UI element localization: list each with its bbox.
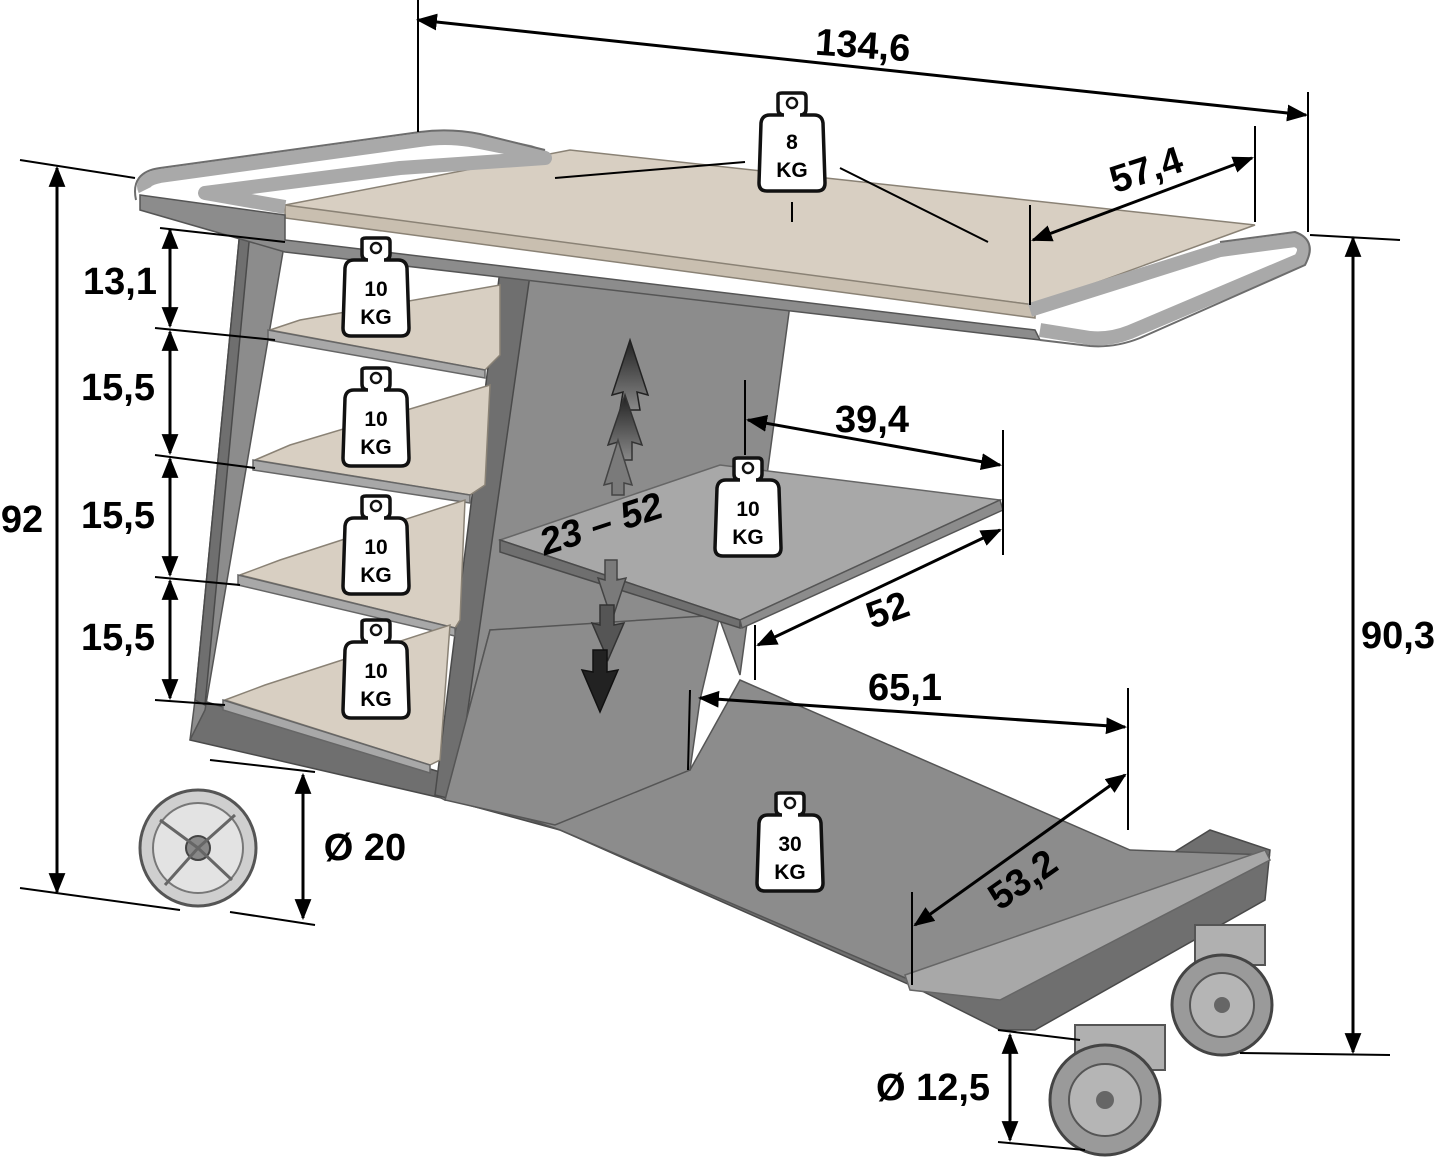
cart-body [134,129,1311,1157]
left-handle-edge [134,129,546,201]
load-top-value: 8 [786,131,798,154]
label-height-right: 90,3 [1361,615,1435,657]
weight-icon-shelf-2: 10 KG [341,366,411,468]
castor-back [1170,924,1274,1057]
load-bottom-unit: KG [774,861,806,884]
adjust-arrows [580,337,650,714]
label-shelf-gap-1: 13,1 [83,261,157,303]
load-shelf-2-unit: KG [360,436,392,459]
load-top-unit: KG [776,159,808,182]
top-frame-front [139,194,1042,341]
weight-icon-bottom: 30 KG [755,791,825,893]
left-shelf-4-lip [222,698,431,775]
weight-icon-shelf-1: 10 KG [341,236,411,338]
label-big-wheel: Ø 20 [324,827,406,869]
dimension-lines [19,0,1401,1151]
castor-front [1048,1024,1166,1157]
load-bottom-value: 30 [778,833,801,856]
right-handle [1027,233,1311,346]
left-shelf-2-lip [252,459,471,504]
left-handle [137,131,552,214]
label-shelf-gap-2: 15,5 [81,367,155,409]
load-shelf-4-value: 10 [364,660,387,683]
weight-icon-top: 8 KG [757,91,827,193]
label-mid-shelf-width: 39,4 [835,399,909,441]
label-height-left: 92 [1,499,43,541]
weight-icon-shelf-3: 10 KG [341,494,411,596]
load-shelf-3-unit: KG [360,564,392,587]
left-shelf-1-lip [267,329,486,379]
load-shelf-2-value: 10 [364,408,387,431]
dimension-labels: 134,6 57,4 92 90,3 13,1 15,5 15,5 15,5 3… [1,22,1435,1109]
label-shelf-gap-4: 15,5 [81,617,155,659]
load-shelf-3-value: 10 [364,536,387,559]
load-icons: 8 KG 10 KG 10 KG 10 KG 10 KG [341,91,827,893]
label-shelf-gap-3: 15,5 [81,495,155,537]
right-handle-edge [1039,231,1311,348]
label-castor: Ø 12,5 [876,1067,990,1109]
load-mid-shelf-unit: KG [732,526,764,549]
top-surface-front [284,204,1036,319]
label-top-depth: 57,4 [1105,139,1188,202]
load-shelf-1-value: 10 [364,278,387,301]
label-overall-width: 134,6 [814,22,912,71]
label-bottom-width: 65,1 [868,667,942,709]
load-mid-shelf-value: 10 [736,498,759,521]
load-shelf-4-unit: KG [360,688,392,711]
weight-icon-mid-shelf: 10 KG [713,456,783,558]
weight-icon-shelf-4: 10 KG [341,618,411,720]
left-shelf-3-lip [237,574,456,637]
load-shelf-1-unit: KG [360,306,392,329]
big-wheel [138,788,258,908]
